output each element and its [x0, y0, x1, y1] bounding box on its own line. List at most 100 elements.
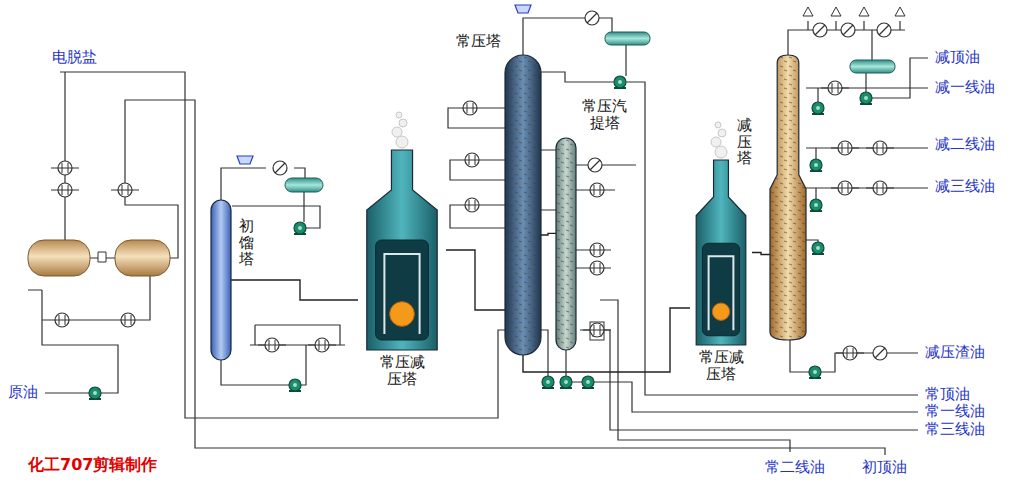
pipework — [523, 18, 918, 395]
heat-exchanger — [583, 243, 611, 257]
condenser — [273, 11, 891, 360]
product-label: 减压渣油 — [925, 344, 985, 361]
cooling-cup — [515, 5, 531, 13]
process-line — [752, 253, 770, 255]
distillation-column-shape — [505, 55, 541, 355]
furnace: 常压减压塔 — [690, 160, 752, 345]
equipment-label: 初馏塔 — [239, 218, 254, 268]
heat-exchanger — [308, 338, 336, 352]
reflux-drum — [285, 178, 323, 192]
pipework — [790, 340, 918, 372]
product-label: 常顶油 — [925, 386, 970, 403]
furnace-tube — [384, 254, 419, 334]
desalter-tank — [115, 240, 170, 276]
heat-exchanger — [831, 141, 859, 155]
stripper-column-shape — [556, 138, 576, 350]
tray-texture — [556, 138, 576, 350]
heat-exchanger — [456, 101, 484, 115]
heat-exchanger — [583, 261, 611, 275]
product-label: 初顶油 — [862, 459, 907, 476]
condenser — [585, 11, 599, 25]
pipework — [28, 18, 928, 455]
furnace: 常压减压塔 — [358, 150, 446, 350]
pump — [89, 387, 101, 399]
pump — [542, 376, 554, 388]
feed-label: 电脱盐 — [52, 49, 97, 66]
heat-exchanger — [821, 81, 849, 95]
pipework — [28, 72, 885, 455]
smoke — [399, 119, 407, 127]
condenser — [877, 23, 891, 37]
smoke — [396, 136, 408, 148]
vacuum-column-body — [770, 55, 806, 340]
pump — [810, 199, 822, 211]
reflux-drum — [605, 32, 650, 45]
equipment-label: 减压塔 — [737, 117, 752, 167]
firebox — [376, 240, 429, 340]
ejector — [895, 7, 905, 16]
smoke — [392, 127, 402, 137]
pump — [289, 379, 301, 391]
heat-exchanger — [836, 346, 864, 360]
distillation-column: 初馏塔 — [211, 200, 231, 360]
desalter-tank — [28, 240, 90, 276]
condenser — [588, 158, 602, 172]
cooling-cup — [237, 156, 253, 164]
product-label: 减二线油 — [935, 136, 995, 153]
desalter-tank — [98, 252, 106, 262]
heat-exchanger — [258, 338, 286, 352]
heat-exchanger — [866, 181, 894, 195]
furnace-shape — [690, 160, 752, 345]
vacuum-column: 减压塔 — [770, 55, 806, 340]
smoke — [396, 112, 402, 118]
ejector — [803, 7, 813, 16]
pump — [582, 376, 594, 388]
heat-exchanger — [48, 313, 76, 327]
process-line — [541, 233, 556, 235]
heat-exchanger — [583, 183, 611, 197]
condenser — [813, 23, 827, 37]
distillation-column-body — [505, 55, 541, 355]
ejector — [803, 7, 905, 16]
flame — [712, 303, 729, 320]
equipment-label: 常压塔 — [456, 33, 501, 50]
feed-label: 原油 — [8, 384, 38, 401]
pipework — [806, 88, 928, 242]
pump — [294, 222, 306, 234]
pump — [89, 76, 872, 399]
cooling-cup — [237, 5, 531, 164]
condenser — [873, 346, 887, 360]
equipment-label: 常压减压塔 — [699, 349, 744, 384]
desalter-tank — [28, 240, 170, 276]
equipment-label: 常压减压塔 — [380, 354, 425, 389]
equipment-label: 常压汽提塔 — [582, 98, 627, 133]
product-label: 常三线油 — [925, 421, 985, 438]
furnace-shape — [358, 150, 446, 350]
product-label: 减一线油 — [935, 79, 995, 96]
heat-exchanger — [114, 313, 142, 327]
product-label: 常一线油 — [925, 403, 985, 420]
heat-exchanger — [583, 323, 611, 337]
pump — [860, 92, 872, 104]
heat-exchanger — [51, 161, 79, 175]
smoke — [718, 129, 726, 137]
distillation-column: 常压塔 — [505, 55, 541, 355]
reflux-drum — [850, 60, 895, 73]
watermark: 化工707剪辑制作 — [28, 455, 157, 476]
heat-exchanger — [831, 181, 859, 195]
pump — [812, 242, 824, 254]
pump — [614, 76, 626, 88]
tray-texture — [505, 55, 541, 355]
firebox — [702, 243, 739, 336]
pump — [809, 366, 821, 378]
heat-exchanger — [111, 183, 139, 197]
smoke — [715, 122, 721, 128]
distillation-column-body — [211, 200, 231, 360]
process-line — [523, 308, 690, 372]
furnace-body — [696, 160, 746, 345]
heat-exchanger — [458, 153, 486, 167]
condenser — [273, 161, 287, 175]
product-label: 减三线油 — [935, 178, 995, 195]
ejector — [859, 7, 869, 16]
product-label: 常二线油 — [765, 459, 825, 476]
